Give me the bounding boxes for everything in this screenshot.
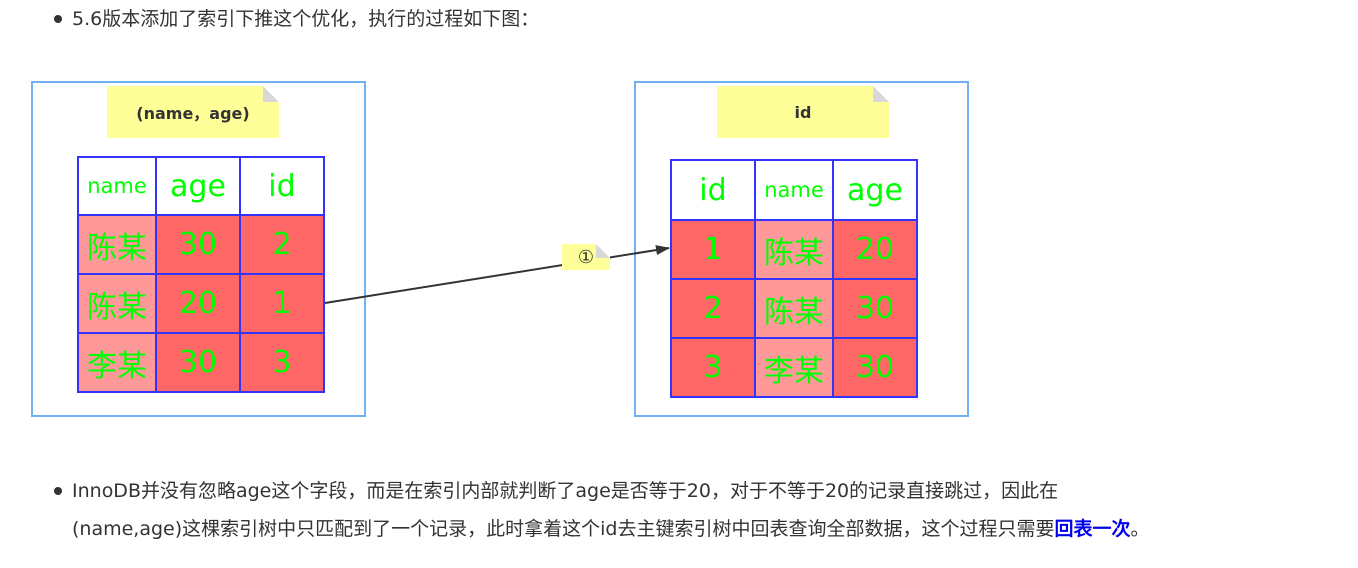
table-row: 陈某 30 2 (77, 214, 325, 275)
table-row: 李某 30 3 (77, 332, 325, 393)
explanation-line1: InnoDB并没有忽略age这个字段，而是在索引内部就判断了age是否等于20，… (72, 480, 1059, 502)
arrow-label: ① (577, 246, 595, 268)
cell-id: 3 (239, 332, 325, 393)
cell-name: 陈某 (77, 273, 157, 334)
cell-id: 3 (670, 337, 756, 398)
header-name: name (77, 156, 157, 216)
table-row: 2 陈某 30 (670, 278, 918, 339)
arrow-label-note: ① (562, 244, 610, 270)
table-header-row: name age id (77, 156, 325, 216)
explanation-text: InnoDB并没有忽略age这个字段，而是在索引内部就判断了age是否等于20，… (50, 472, 1350, 548)
arrow-line (324, 245, 670, 304)
header-age: age (832, 159, 918, 221)
header-id: id (239, 156, 325, 216)
primary-index-table: id name age 1 陈某 20 2 陈某 30 3 李某 30 (670, 159, 918, 398)
secondary-index-note-label: (name，age) (136, 104, 250, 123)
cell-age: 20 (155, 273, 241, 334)
cell-age: 30 (832, 337, 918, 398)
table-header-row: id name age (670, 159, 918, 221)
secondary-index-table: name age id 陈某 30 2 陈某 20 1 李某 30 3 (77, 156, 325, 393)
table-row: 3 李某 30 (670, 337, 918, 398)
explanation-bullet: InnoDB并没有忽略age这个字段，而是在索引内部就判断了age是否等于20，… (50, 472, 1350, 548)
cell-age: 30 (155, 332, 241, 393)
note-fold-icon (596, 244, 610, 258)
table-row: 陈某 20 1 (77, 273, 325, 334)
cell-name: 李某 (77, 332, 157, 393)
cell-age: 20 (832, 219, 918, 280)
header-age: age (155, 156, 241, 216)
cell-age: 30 (155, 214, 241, 275)
cell-name: 陈某 (77, 214, 157, 275)
intro-bullet: 5.6版本添加了索引下推这个优化，执行的过程如下图： (50, 0, 1350, 38)
note-fold-icon (263, 86, 279, 102)
cell-name: 陈某 (754, 278, 834, 339)
primary-index-note-label: id (794, 102, 812, 122)
bullet-dot-icon (54, 15, 62, 23)
explanation-period: 。 (1130, 518, 1150, 540)
cell-id: 2 (239, 214, 325, 275)
bullet-dot-icon (54, 487, 62, 495)
primary-index-note: id (717, 86, 889, 138)
header-name: name (754, 159, 834, 221)
intro-text: 5.6版本添加了索引下推这个优化，执行的过程如下图： (72, 8, 540, 30)
cell-name: 李某 (754, 337, 834, 398)
header-id: id (670, 159, 756, 221)
cell-id: 2 (670, 278, 756, 339)
cell-id: 1 (670, 219, 756, 280)
cell-age: 30 (832, 278, 918, 339)
secondary-index-note: (name，age) (107, 86, 279, 138)
explanation-line2: (name,age)这棵索引树中只匹配到了一个记录，此时拿着这个id去主键索引树… (72, 518, 1055, 540)
cell-name: 陈某 (754, 219, 834, 280)
note-fold-icon (873, 86, 889, 102)
table-row: 1 陈某 20 (670, 219, 918, 280)
emphasis-text: 回表一次 (1054, 518, 1131, 540)
cell-id: 1 (239, 273, 325, 334)
